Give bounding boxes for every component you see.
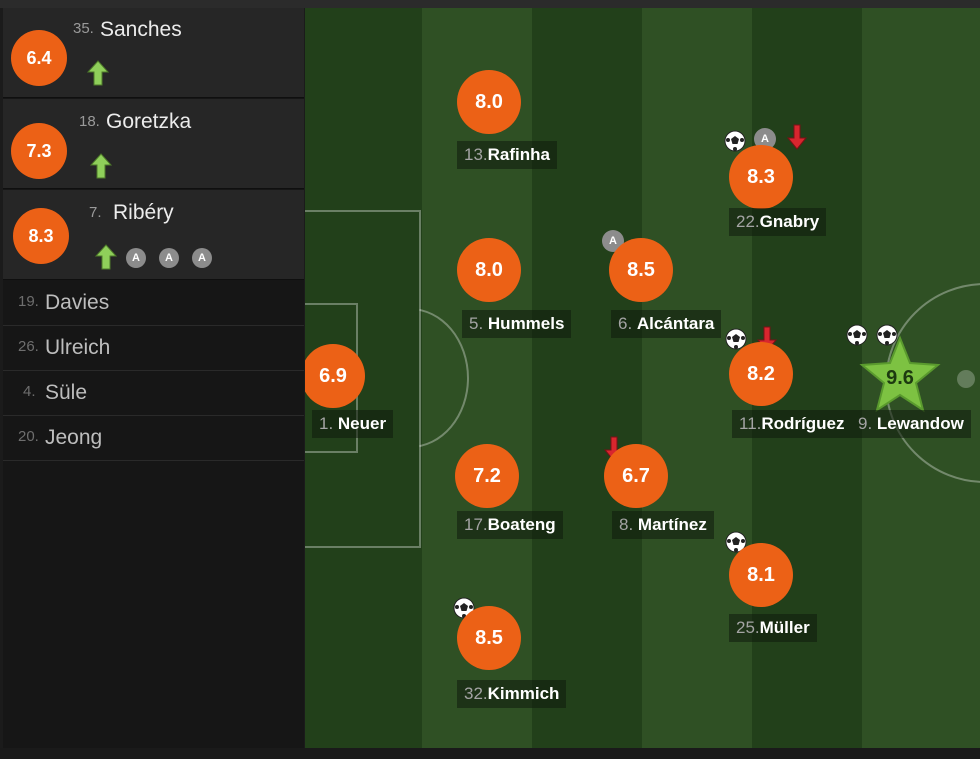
assist-icon: A — [159, 248, 179, 268]
rating-badge: 6.4 — [11, 30, 67, 86]
player-name: Goretzka — [106, 110, 192, 133]
substitute-goretzka[interactable]: 7.3 18. Goretzka — [3, 99, 304, 189]
rating-badge-rodriguez[interactable]: 8.2 — [729, 342, 793, 406]
player-number: 19. — [18, 293, 39, 310]
player-label-neuer[interactable]: 1. Neuer — [312, 410, 394, 438]
player-number: 22. — [736, 212, 760, 231]
player-name: Davies — [45, 291, 110, 314]
assist-icon: A — [754, 128, 776, 150]
substitute-sanches[interactable]: 6.4 35. Sanches — [3, 8, 304, 98]
bench-player-davies[interactable]: 19. Davies — [3, 281, 304, 326]
player-name: Kimmich — [487, 684, 560, 703]
rating-badge-muller[interactable]: 8.1 — [729, 543, 793, 607]
assist-icon: A — [126, 248, 146, 268]
ball-icon — [725, 328, 747, 350]
substitute-ribery[interactable]: 8.3 7. Ribéry A A A — [3, 190, 304, 280]
player-name: Süle — [45, 381, 88, 404]
top-bar — [0, 0, 980, 8]
player-number: 35. — [73, 20, 94, 37]
rating-badge-boateng[interactable]: 7.2 — [455, 444, 519, 508]
player-label-lewandowski[interactable]: 9. Lewandow — [851, 410, 971, 438]
rating-badge-lewandowski[interactable]: 9.6 — [886, 366, 914, 389]
player-label-rodriguez[interactable]: 11.Rodríguez — [732, 410, 852, 438]
rating-badge-martinez[interactable]: 6.7 — [604, 444, 668, 508]
player-name: Gnabry — [759, 212, 820, 231]
player-number: 7. — [89, 204, 102, 221]
bench-player-jeong[interactable]: 20. Jeong — [3, 416, 304, 461]
player-label-muller[interactable]: 25.Müller — [729, 614, 817, 642]
player-name: Sanches — [100, 18, 182, 41]
player-name: Hummels — [487, 314, 565, 333]
player-label-hummels[interactable]: 5. Hummels — [462, 310, 572, 338]
player-number: 11. — [739, 414, 762, 433]
rating-badge: 8.3 — [13, 208, 69, 264]
player-name: Rafinha — [487, 145, 550, 164]
bench-player-sule[interactable]: 4. Süle — [3, 371, 304, 416]
rating-badge-neuer[interactable]: 6.9 — [305, 344, 365, 408]
player-number: 1. — [319, 414, 338, 433]
bench-player-ulreich[interactable]: 26. Ulreich — [3, 326, 304, 371]
ball-icon — [876, 324, 898, 346]
player-number: 5. — [469, 314, 488, 333]
player-name: Ribéry — [113, 201, 174, 224]
player-number: 6. — [618, 314, 637, 333]
man-of-the-match-star-icon — [859, 335, 941, 413]
player-label-gnabry[interactable]: 22.Gnabry — [729, 208, 827, 236]
rating-badge: 7.3 — [11, 123, 67, 179]
player-label-boateng[interactable]: 17.Boateng — [457, 511, 563, 539]
ball-icon — [846, 324, 868, 346]
bottom-bar — [0, 748, 980, 759]
player-number: 25. — [736, 618, 760, 637]
player-name: Alcántara — [636, 314, 715, 333]
player-label-martinez[interactable]: 8. Martínez — [612, 511, 714, 539]
player-label-kimmich[interactable]: 32.Kimmich — [457, 680, 567, 708]
player-name: Jeong — [45, 426, 103, 449]
rating-badge-hummels[interactable]: 8.0 — [457, 238, 521, 302]
rating-badge-gnabry[interactable]: 8.3 — [729, 145, 793, 209]
substitutes-sidebar: 6.4 35. Sanches 7.3 18. Goretzka 8.3 7. … — [3, 8, 304, 748]
pitch: 8.0 13.Rafinha A 8.3 22.Gnabry 8.0 5. Hu… — [305, 8, 980, 748]
player-number: 4. — [23, 383, 36, 400]
player-name: Rodríguez — [761, 414, 845, 433]
sub-in-arrow-icon — [90, 153, 112, 179]
center-spot — [957, 370, 975, 388]
rating-badge-kimmich[interactable]: 8.5 — [457, 606, 521, 670]
player-number: 8. — [619, 515, 638, 534]
player-label-rafinha[interactable]: 13.Rafinha — [457, 141, 557, 169]
player-name: Ulreich — [45, 336, 111, 359]
player-number: 18. — [79, 113, 100, 130]
player-number: 32. — [464, 684, 488, 703]
assist-icon: A — [192, 248, 212, 268]
player-name: Martínez — [637, 515, 707, 534]
pitch-stripe — [532, 8, 642, 748]
player-name: Müller — [759, 618, 810, 637]
sub-in-arrow-icon — [95, 244, 117, 270]
ball-icon — [725, 531, 747, 553]
player-number: 17. — [464, 515, 488, 534]
player-label-alcantara[interactable]: 6. Alcántara — [611, 310, 722, 338]
rating-badge-rafinha[interactable]: 8.0 — [457, 70, 521, 134]
player-number: 13. — [464, 145, 488, 164]
sub-off-arrow-icon — [787, 124, 807, 150]
player-number: 26. — [18, 338, 39, 355]
rating-badge-alcantara[interactable]: 8.5 — [609, 238, 673, 302]
player-name: Boateng — [487, 515, 556, 534]
sub-in-arrow-icon — [87, 60, 109, 86]
player-name: Neuer — [337, 414, 387, 433]
player-name: Lewandow — [876, 414, 964, 433]
player-number: 9. — [858, 414, 877, 433]
player-number: 20. — [18, 428, 39, 445]
ball-icon — [724, 130, 746, 152]
